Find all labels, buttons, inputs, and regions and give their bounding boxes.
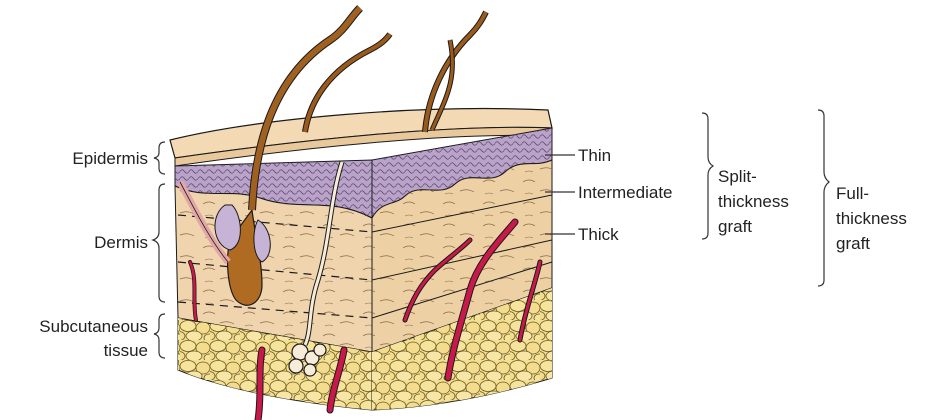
label-full-line1: Full- bbox=[836, 183, 869, 204]
label-thick: Thick bbox=[578, 224, 619, 245]
label-full-line3: graft bbox=[836, 233, 870, 254]
label-epidermis: Epidermis bbox=[40, 148, 148, 169]
label-thin: Thin bbox=[578, 145, 611, 166]
label-full-line2: thickness bbox=[836, 208, 907, 229]
label-subcutaneous-line2: tissue bbox=[0, 340, 148, 361]
label-dermis: Dermis bbox=[40, 232, 148, 253]
left-braces bbox=[153, 142, 165, 358]
label-split-line1: Split- bbox=[718, 166, 757, 187]
label-split-line2: thickness bbox=[718, 191, 789, 212]
label-split-line3: graft bbox=[718, 216, 752, 237]
label-intermediate: Intermediate bbox=[578, 182, 673, 203]
label-subcutaneous-line1: Subcutaneous bbox=[0, 316, 148, 337]
